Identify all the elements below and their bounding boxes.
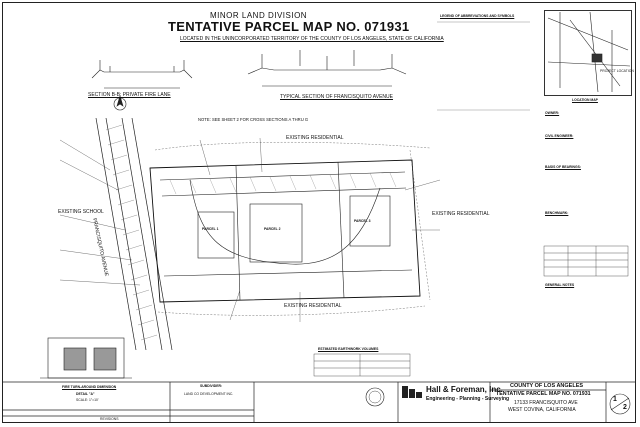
site-boundary xyxy=(149,159,421,303)
general-notes-heading: GENERAL NOTES xyxy=(545,283,575,287)
label-parcel-1: PARCEL 1 xyxy=(202,227,219,231)
vicinity-streets xyxy=(547,11,631,93)
label-existing-school: EXISTING SCHOOL xyxy=(58,209,104,215)
civil-engineer-heading: CIVIL ENGINEER: xyxy=(545,134,574,138)
drawing-sheet xyxy=(2,2,636,423)
detail-a-label: DETAIL "A" xyxy=(76,392,95,396)
benchmark-heading: BENCHMARK: xyxy=(545,211,569,215)
detail-a-drawing xyxy=(40,337,132,379)
location-map-label: LOCATION MAP xyxy=(572,98,598,102)
minor-land-division: MINOR LAND DIVISION xyxy=(210,11,308,20)
title-block-city: WEST COVINA, CALIFORNIA xyxy=(508,407,576,413)
engineer-seal xyxy=(365,387,385,407)
vicinity-map xyxy=(544,10,632,96)
county-label: COUNTY OF LOS ANGELES xyxy=(510,383,584,389)
firm-name: Hall & Foreman, Inc. xyxy=(426,385,503,394)
title-block-map: TENTATIVE PARCEL MAP NO. 071931 xyxy=(496,391,591,397)
title-block-frame xyxy=(2,381,636,423)
parcel-area-table xyxy=(543,245,629,277)
owner-heading: OWNER: xyxy=(545,111,560,115)
firm-logo xyxy=(402,386,422,398)
section-b-b-drawing xyxy=(91,60,193,89)
location-line: LOCATED IN THE UNINCORPORATED TERRITORY … xyxy=(180,36,444,42)
parcel-lines xyxy=(159,161,413,301)
title-block-address: 17133 FRANCISQUITO AVE xyxy=(514,400,578,406)
fire-turnaround-label: FIRE TURN-AROUND DIMENSION xyxy=(62,385,117,389)
sheet-circle xyxy=(609,393,631,415)
basis-of-bearings-heading: BASIS OF BEARINGS: xyxy=(545,165,581,169)
street-hatch xyxy=(105,124,158,341)
contour-lines xyxy=(154,142,431,316)
page-title: TENTATIVE PARCEL MAP NO. 071931 xyxy=(168,19,410,34)
fire-lane-hatch xyxy=(169,172,397,195)
sheet-total: 2 xyxy=(623,404,627,411)
north-arrow-icon xyxy=(113,94,127,111)
detail-scale-label: SCALE: 1"=10' xyxy=(76,398,99,402)
callout-leaders xyxy=(59,137,441,322)
firm-tagline: Engineering - Planning - Surveying xyxy=(426,396,510,402)
label-existing-residential-top: EXISTING RESIDENTIAL xyxy=(286,135,344,141)
cross-section-note: NOTE: SEE SHEET 2 FOR CROSS SECTIONS A T… xyxy=(198,117,309,122)
label-existing-residential-bottom: EXISTING RESIDENTIAL xyxy=(284,303,342,309)
project-location-label: PROJECT LOCATION xyxy=(600,69,634,73)
subdivider-label: SUBDIVIDER: xyxy=(200,384,223,388)
legend-rules xyxy=(437,21,530,111)
earthwork-title: ESTIMATED EARTHWORK VOLUMES xyxy=(318,347,379,351)
street-band xyxy=(95,117,173,351)
revisions-label: REVISIONS xyxy=(100,417,119,421)
section-b-b-label: SECTION B-B: PRIVATE FIRE LANE xyxy=(88,92,171,98)
typical-section-label: TYPICAL SECTION OF FRANCISQUITO AVENUE xyxy=(280,94,393,100)
label-parcel-2: PARCEL 2 xyxy=(264,227,281,231)
label-existing-residential-right: EXISTING RESIDENTIAL xyxy=(432,211,490,217)
subdivider-name: LAND CO DEVELOPMENT INC. xyxy=(184,392,234,396)
typical-section-drawing xyxy=(247,50,407,87)
earthwork-table xyxy=(313,353,411,377)
legend-title: LEGEND OF ABBREVIATIONS AND SYMBOLS xyxy=(440,14,515,18)
sheet-number: 1 xyxy=(613,396,617,403)
label-parcel-3: PARCEL 3 xyxy=(354,219,371,223)
